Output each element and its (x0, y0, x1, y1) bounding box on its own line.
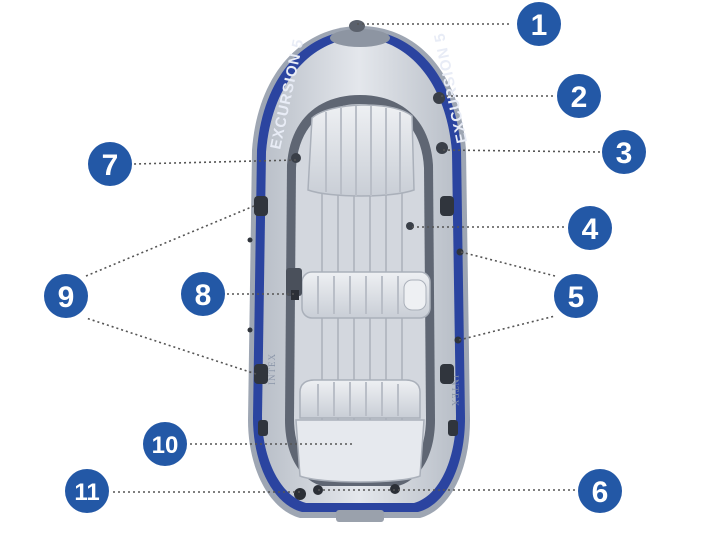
grab-line-points (247, 237, 464, 344)
side-handles (254, 196, 458, 436)
callout-badge-1: 1 (517, 2, 561, 46)
callout-badge-9: 9 (44, 274, 88, 318)
leader-line-9b (85, 317, 257, 375)
stern-fittings (294, 484, 400, 522)
callout-label-8: 8 (195, 279, 212, 312)
bow-grab-handle (330, 20, 390, 47)
leader-line-5a (460, 251, 556, 277)
callout-label-4: 4 (582, 213, 599, 246)
leader-line-5b (458, 315, 556, 341)
oar-holder-clip (291, 290, 299, 300)
callout-label-5: 5 (568, 281, 585, 314)
callout-label-3: 3 (616, 137, 633, 170)
callout-label-10: 10 (152, 432, 179, 459)
callout-label-9: 9 (58, 281, 75, 314)
callout-badge-2: 2 (557, 74, 601, 118)
callout-badge-3: 3 (602, 130, 646, 174)
callout-badges: 1 2 3 4 5 6 7 8 (44, 2, 646, 513)
callout-badge-10: 10 (143, 422, 187, 466)
callout-label-7: 7 (102, 149, 119, 182)
leader-line-9a (85, 205, 255, 277)
bow-seat (307, 104, 415, 197)
callout-badge-7: 7 (88, 142, 132, 186)
leader-lines (85, 23, 601, 493)
callout-badge-8: 8 (181, 272, 225, 316)
callout-badge-4: 4 (568, 206, 612, 250)
callout-label-11: 11 (74, 479, 99, 506)
callout-badge-11: 11 (65, 469, 109, 513)
hull-logo-right: INTEX (450, 375, 460, 407)
callout-label-2: 2 (571, 81, 588, 114)
inflatable-boat: EXCURSION 5 EXCURSION 5 INTEX INTEX (247, 20, 471, 522)
oarlock (286, 268, 302, 296)
callout-label-6: 6 (592, 476, 609, 509)
callout-badge-6: 6 (578, 469, 622, 513)
leader-line-3 (442, 149, 601, 153)
callout-label-1: 1 (531, 9, 548, 42)
middle-seat (301, 271, 431, 319)
callout-badge-5: 5 (554, 274, 598, 318)
leader-line-7 (133, 159, 297, 165)
hull-logo-left: INTEX (267, 353, 277, 385)
air-valves (291, 92, 448, 230)
stern-seat (295, 379, 425, 483)
